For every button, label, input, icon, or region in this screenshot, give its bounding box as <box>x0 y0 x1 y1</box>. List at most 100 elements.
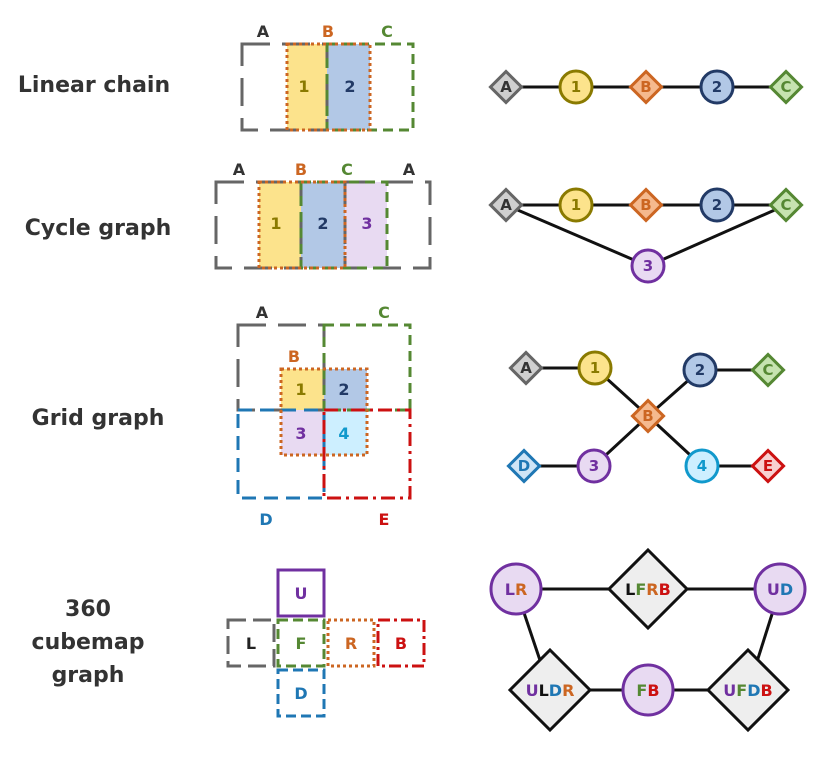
cubemap-faces: U L F R B D <box>226 568 426 718</box>
cubemap-node-ufdb-letter-3: B <box>761 681 773 700</box>
grid-node-2 <box>682 352 718 388</box>
cubemap-node-ud-letter-0: U <box>767 580 780 599</box>
grid-patch-2-fill <box>324 369 367 410</box>
linear-node-b-label: B <box>640 78 651 96</box>
grid-node-a <box>508 350 544 386</box>
cubemap-node-lfrb-letter-0: L <box>625 580 635 599</box>
grid-patch-4-label: 4 <box>338 424 349 443</box>
cycle-patch-2-label: 2 <box>317 214 328 233</box>
linear-label-b: B <box>322 22 334 41</box>
cycle-patch-1-fill <box>259 182 301 268</box>
cubemap-node-lfrb-letter-3: B <box>659 580 671 599</box>
cubemap-node-lr-label: LR <box>505 580 528 599</box>
cubemap-node-lfrb <box>606 547 690 631</box>
linear-node-b <box>628 69 664 105</box>
cubemap-node-lr-letter-1: R <box>515 580 527 599</box>
cubemap-face-r <box>326 618 376 668</box>
cycle-node-b-label: B <box>640 196 651 214</box>
linear-node-a-label: A <box>500 78 512 96</box>
cycle-node-3 <box>630 248 666 284</box>
cubemap-node-ud-label: UD <box>767 580 793 599</box>
cycle-node-1-label: 1 <box>571 196 581 214</box>
grid-patch-4-fill <box>324 410 367 455</box>
cycle-label-c: C <box>341 160 353 179</box>
cycle-patch-1-label: 1 <box>270 214 281 233</box>
grid-node-3 <box>576 448 612 484</box>
grid-node-b-label: B <box>642 407 653 425</box>
cubemap-face-d <box>276 668 326 718</box>
linear-node-c-label: C <box>780 78 791 96</box>
cubemap-face-f-label: F <box>296 634 307 653</box>
cycle-region-b <box>257 180 347 270</box>
cubemap-node-uldr <box>507 647 593 733</box>
cycle-node-2-label: 2 <box>712 196 722 214</box>
grid-node-a-label: A <box>520 359 532 377</box>
cycle-node-1 <box>558 187 594 223</box>
grid-patch-3-fill <box>281 410 324 455</box>
cubemap-node-fb-letter-0: F <box>636 681 647 700</box>
cycle-graph: A 1 B 2 C 3 <box>488 187 804 284</box>
grid-node-e <box>750 448 786 484</box>
grid-node-1 <box>577 350 613 386</box>
cycle-node-c-label: C <box>780 196 791 214</box>
grid-label-c: C <box>378 303 390 322</box>
cubemap-node-ud-letter-1: D <box>780 580 793 599</box>
cubemap-node-ufdb-label: UFDB <box>723 681 772 700</box>
cubemap-node-uldr-letter-2: D <box>549 681 562 700</box>
row-label-cubemap-line1: 360 <box>65 597 111 622</box>
cubemap-node-lfrb-letter-2: R <box>646 580 658 599</box>
linear-patch-2-label: 2 <box>344 77 355 96</box>
cycle-patch-3-label: 3 <box>361 214 372 233</box>
cubemap-face-l <box>226 618 276 668</box>
grid-node-b <box>630 398 666 434</box>
cubemap-graph: LR LFRB UD ULDR FB UFDB <box>489 547 807 733</box>
cycle-node-a <box>488 187 524 223</box>
cubemap-face-f <box>276 618 326 668</box>
grid-node-1-label: 1 <box>590 359 600 377</box>
cubemap-node-lr <box>489 562 543 616</box>
grid-node-c-label: C <box>762 361 773 379</box>
grid-node-d-label: D <box>518 457 530 475</box>
cubemap-node-lfrb-label: LFRB <box>625 580 671 599</box>
row-label-cubemap-line2: cubemap <box>32 630 145 655</box>
cubemap-face-u <box>276 568 326 618</box>
grid-label-e: E <box>379 510 390 529</box>
grid-regions: A B C D E 1 2 3 4 <box>236 303 412 529</box>
cycle-node-c <box>768 187 804 223</box>
cycle-node-a-label: A <box>500 196 512 214</box>
linear-node-1-label: 1 <box>571 78 581 96</box>
grid-node-4-label: 4 <box>697 457 707 475</box>
cubemap-node-ufdb-letter-2: D <box>747 681 760 700</box>
row-label-linear: Linear chain <box>18 73 170 98</box>
linear-patch-1-fill <box>287 44 327 130</box>
cubemap-node-lr-letter-0: L <box>505 580 515 599</box>
grid-region-e <box>322 408 412 500</box>
linear-graph: A 1 B 2 C <box>488 69 804 105</box>
grid-label-d: D <box>259 510 272 529</box>
cubemap-face-b <box>376 618 426 668</box>
grid-region-b <box>279 367 369 457</box>
cycle-node-3-label: 3 <box>643 257 653 275</box>
cubemap-node-uldr-letter-0: U <box>526 681 539 700</box>
grid-graph: A 1 2 C B D 3 4 E <box>506 350 786 484</box>
linear-node-1 <box>558 69 594 105</box>
grid-patch-1-fill <box>281 369 324 410</box>
cubemap-node-uldr-letter-1: L <box>539 681 549 700</box>
cubemap-node-fb-letter-1: B <box>647 681 659 700</box>
cycle-region-c <box>299 180 389 270</box>
grid-node-d <box>506 448 542 484</box>
grid-node-e-label: E <box>763 457 773 475</box>
linear-label-c: C <box>381 22 393 41</box>
linear-node-2 <box>699 69 735 105</box>
cycle-label-a-right: A <box>403 160 416 179</box>
cycle-edge-3-c <box>647 203 787 268</box>
cubemap-node-uldr-letter-3: R <box>562 681 574 700</box>
cubemap-face-l-label: L <box>246 634 256 653</box>
linear-node-2-label: 2 <box>712 78 722 96</box>
grid-node-3-label: 3 <box>589 457 599 475</box>
grid-patch-2-label: 2 <box>338 380 349 399</box>
cubemap-face-d-label: D <box>294 684 307 703</box>
cubemap-node-ufdb-letter-1: F <box>736 681 747 700</box>
grid-label-a: A <box>256 303 269 322</box>
cycle-node-b <box>628 187 664 223</box>
